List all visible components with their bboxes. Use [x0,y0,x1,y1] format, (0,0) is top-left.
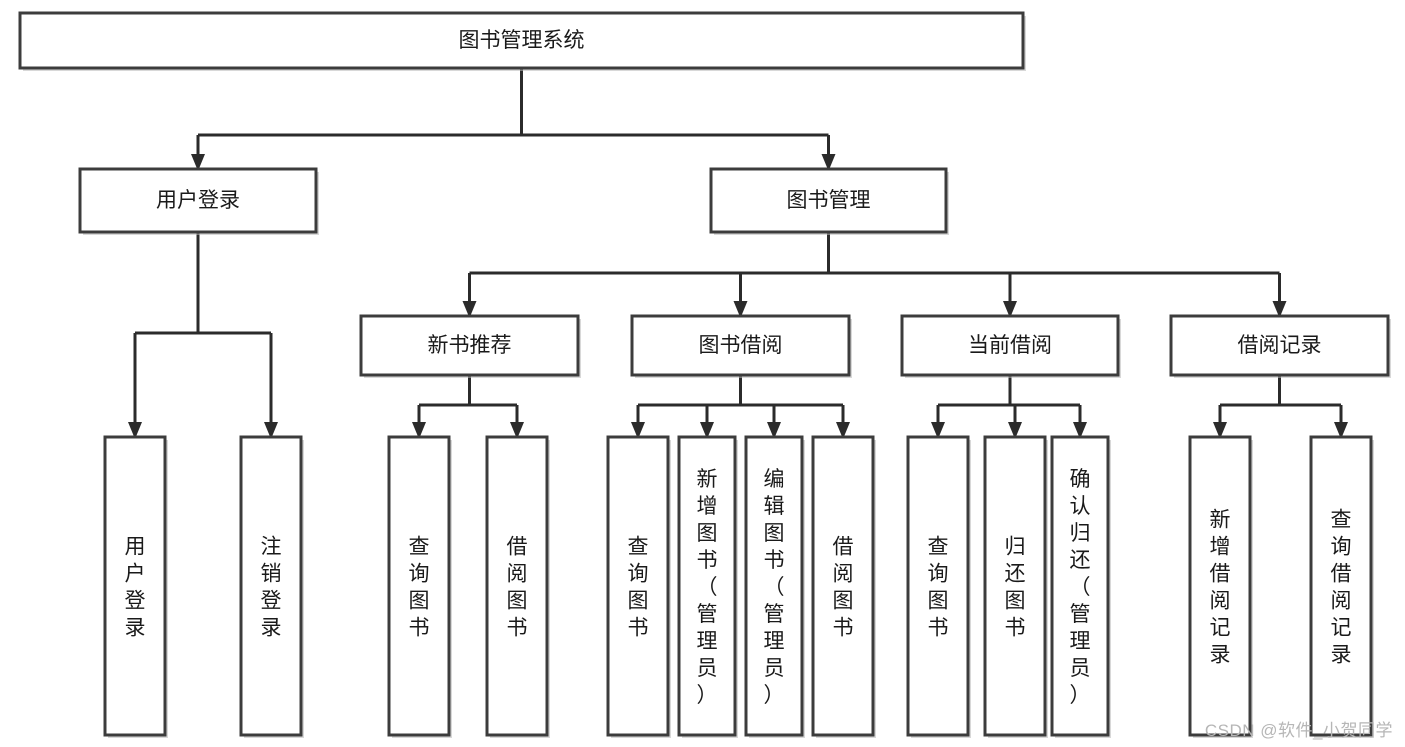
node-layer: 图书管理系统用户登录图书管理新书推荐图书借阅当前借阅借阅记录用户登录注销登录查询… [18,11,1391,738]
connector-arrowhead [191,154,205,171]
node-leaf-return-book[interactable]: 归还图书 [983,435,1048,738]
node-leaf-query-book-1[interactable]: 查询图书 [387,435,452,738]
node-rect[interactable] [744,435,804,737]
node-label: 新增借阅记录 [1210,509,1231,667]
node-rect[interactable] [1050,435,1110,737]
node-new-book-recommend[interactable]: 新书推荐 [359,314,581,378]
node-label: 图书管理 [787,189,871,212]
node-leaf-add-book[interactable]: 新增图书（管理员） [677,435,738,738]
connector-group-book-manage [462,232,1287,318]
node-rect[interactable] [387,435,451,737]
node-rect[interactable] [606,435,670,737]
connector-group-new-book-recommend [412,375,524,439]
node-rect[interactable] [906,435,970,737]
node-rect[interactable] [359,314,580,377]
node-rect[interactable] [983,435,1047,737]
node-label: 图书管理系统 [459,29,585,52]
node-rect[interactable] [485,435,549,737]
node-label: 编辑图书（管理员） [764,468,785,707]
node-leaf-query-book-3[interactable]: 查询图书 [906,435,971,738]
connector-arrowhead [1008,422,1022,439]
node-label: 图书借阅 [699,334,783,357]
node-rect[interactable] [900,314,1120,377]
node-current-borrow[interactable]: 当前借阅 [900,314,1121,378]
connector-arrowhead [1073,422,1087,439]
connector-arrowhead [631,422,645,439]
node-label: 新书推荐 [428,334,512,357]
node-leaf-edit-book[interactable]: 编辑图书（管理员） [744,435,805,738]
node-rect[interactable] [1309,435,1373,737]
connector-group-current-borrow [931,375,1087,439]
connector-arrowhead [1213,422,1227,439]
node-rect[interactable] [18,11,1025,70]
watermark-label: CSDN @软件_小贺同学 [1204,721,1393,740]
node-label: 查询图书 [628,536,649,640]
connector-layer [128,68,1348,439]
node-label: 借阅图书 [833,536,854,640]
node-leaf-borrow-book-2[interactable]: 借阅图书 [811,435,876,738]
node-label: 用户登录 [125,536,146,640]
node-leaf-query-book-2[interactable]: 查询图书 [606,435,671,738]
connector-arrowhead [264,422,278,439]
connector-arrowhead [462,301,477,318]
node-leaf-query-record[interactable]: 查询借阅记录 [1309,435,1374,738]
node-leaf-borrow-book-1[interactable]: 借阅图书 [485,435,550,738]
connector-arrowhead [1334,422,1348,439]
connector-group-user-login [128,232,278,439]
node-rect[interactable] [630,314,851,377]
node-rect[interactable] [709,167,948,234]
connector-arrowhead [836,422,850,439]
node-leaf-user-login[interactable]: 用户登录 [103,435,168,738]
connector-group-root [191,68,836,171]
connector-arrowhead [1003,301,1017,318]
connector-arrowhead [821,154,836,171]
node-rect[interactable] [103,435,167,737]
node-label: 借阅图书 [507,536,528,640]
node-rect[interactable] [78,167,318,234]
node-rect[interactable] [677,435,737,737]
node-label: 注销登录 [261,536,282,640]
node-label: 确认归还（管理员） [1070,468,1091,707]
node-book-manage[interactable]: 图书管理 [709,167,949,235]
node-rect[interactable] [239,435,303,737]
node-rect[interactable] [811,435,875,737]
node-user-login[interactable]: 用户登录 [78,167,319,235]
node-label: 查询借阅记录 [1331,509,1352,667]
node-leaf-confirm-return[interactable]: 确认归还（管理员） [1050,435,1111,738]
node-label: 借阅记录 [1238,334,1322,357]
node-label: 归还图书 [1005,536,1026,640]
connector-arrowhead [1272,301,1287,318]
connector-arrowhead [510,422,524,439]
node-leaf-add-record[interactable]: 新增借阅记录 [1188,435,1253,738]
node-label: 当前借阅 [968,334,1052,357]
node-borrow-record[interactable]: 借阅记录 [1169,314,1391,378]
node-book-borrow[interactable]: 图书借阅 [630,314,852,378]
connector-group-book-borrow [631,375,850,439]
node-rect[interactable] [1169,314,1390,377]
connector-arrowhead [931,422,945,439]
connector-arrowhead [128,422,142,439]
connector-arrowhead [412,422,426,439]
node-label: 用户登录 [156,189,240,212]
node-label: 查询图书 [928,536,949,640]
node-rect[interactable] [1188,435,1252,737]
node-label: 查询图书 [409,536,430,640]
node-root[interactable]: 图书管理系统 [18,11,1026,71]
connector-arrowhead [767,422,781,439]
connector-group-borrow-record [1213,375,1348,439]
connector-arrowhead [733,301,748,318]
node-label: 新增图书（管理员） [697,468,718,707]
node-leaf-logout[interactable]: 注销登录 [239,435,304,738]
connector-arrowhead [700,422,714,439]
